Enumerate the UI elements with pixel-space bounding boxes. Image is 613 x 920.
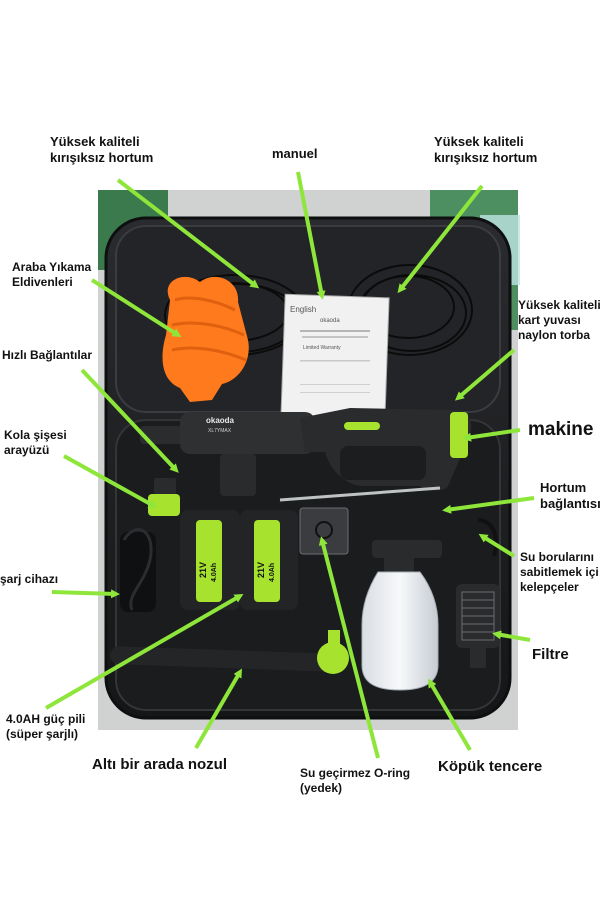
label-card-slot: Yüksek kaliteli kart yuvası naylon torba [518, 298, 601, 342]
arrow-foam-pot [427, 678, 472, 752]
label-hose-left: Yüksek kaliteli kırışıksız hortum [50, 134, 154, 166]
arrow-quick-connectors [80, 368, 179, 473]
arrow-gloves [90, 278, 182, 338]
arrow-manual [296, 171, 326, 300]
oring-bag [299, 507, 349, 555]
battery-voltage-2: 21V [256, 562, 266, 578]
label-manual: manuel [272, 146, 318, 161]
bottle-adapter [148, 478, 180, 516]
arrow-battery [45, 594, 244, 710]
label-clamps: Su borularını sabitlemek içi kelepçeler [520, 550, 599, 594]
hose-connector-line [279, 486, 441, 502]
hose-clamp [477, 518, 498, 557]
arrow-bottle-interface [63, 454, 158, 508]
label-charger: şarj cihazı [0, 572, 59, 586]
manual-booklet: English okaoda Limited Warranty [280, 293, 390, 423]
arrow-charger [51, 589, 120, 599]
label-foam-pot: Köpük tencere [438, 758, 543, 775]
label-oring: Su geçirmez O-ring (yedek) [300, 766, 411, 795]
label-hose-right: Yüksek kaliteli kırışıksız hortum [434, 134, 538, 166]
pressure-washer-gun: okaoda XL7YMAX [140, 408, 472, 496]
nozzle-wand [110, 630, 349, 674]
arrow-hose-left [116, 178, 260, 289]
arrow-machine [462, 428, 521, 442]
arrow-hose-connection [442, 496, 535, 514]
arrow-hose-right [397, 184, 484, 294]
label-machine: makine [528, 419, 594, 440]
charger [120, 528, 156, 612]
label-bottle-interface: Kola şişesi arayüzü [4, 428, 67, 457]
arrow-nozzle [194, 668, 243, 750]
label-battery: 4.0AH güç pili (süper şarjlı) [6, 712, 86, 741]
arrow-oring [318, 536, 380, 759]
car-wash-glove [162, 276, 249, 402]
callout-arrows [45, 171, 535, 759]
manual-brand: okaoda [320, 318, 340, 324]
manual-language: English [290, 305, 316, 314]
manual-warranty: Limited Warranty [303, 345, 341, 351]
label-quick-connectors: Hızlı Bağlantılar [2, 348, 93, 362]
battery-pack-1: 21V 4.0Ah [180, 510, 240, 610]
battery-capacity-2: 4.0Ah [269, 563, 276, 582]
battery-pack-2: 21V 4.0Ah [240, 510, 298, 610]
battery-voltage-1: 21V [198, 562, 208, 578]
arrow-filter [492, 630, 531, 642]
label-hose-connection: Hortum bağlantısı [540, 480, 601, 512]
gun-model: XL7YMAX [208, 428, 232, 434]
gun-brand: okaoda [206, 416, 235, 425]
battery-capacity-1: 4.0Ah [211, 563, 218, 582]
foam-cannon [361, 540, 442, 691]
label-nozzle: Altı bir arada nozul [92, 756, 228, 773]
arrow-card-slot [454, 348, 516, 401]
label-filter: Filtre [532, 646, 569, 663]
arrow-clamps [478, 533, 516, 558]
label-gloves: Araba Yıkama Eldivenleri [12, 260, 92, 289]
filter [456, 584, 500, 668]
